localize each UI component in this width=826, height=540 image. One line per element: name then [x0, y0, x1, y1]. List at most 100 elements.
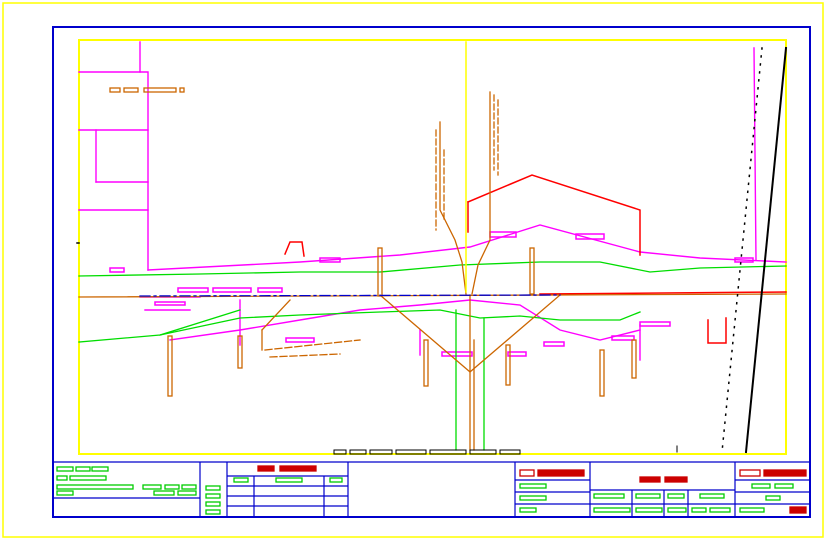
- tb-text: [205, 501, 221, 507]
- tb-text: [691, 507, 707, 513]
- annotation-box: [499, 449, 521, 455]
- tb-text: [91, 466, 109, 472]
- railroad: [76, 46, 788, 454]
- label-box: [285, 337, 315, 343]
- tb-text: [233, 477, 249, 483]
- tb-text: [739, 507, 765, 513]
- tb-text: [699, 493, 725, 499]
- tb-text: [181, 484, 197, 490]
- utility-label: [179, 87, 185, 93]
- utility-label: [123, 87, 139, 93]
- plan-viewport: [78, 39, 787, 455]
- parcel-boundary-left: [78, 41, 141, 73]
- tb-text: [164, 484, 180, 490]
- tb-red-text: [763, 469, 807, 477]
- tb-text: [205, 493, 221, 499]
- tb-text: [205, 509, 221, 515]
- railroad-track: [744, 46, 788, 454]
- tb-text: [765, 495, 781, 501]
- label-box: [734, 257, 754, 263]
- property-lines: [78, 41, 787, 361]
- tb-text: [593, 507, 631, 513]
- tb-text: [635, 493, 661, 499]
- tb-red-text: [537, 469, 585, 477]
- tb-text: [329, 477, 343, 483]
- fence-segment: [539, 291, 787, 295]
- annotation-box: [369, 449, 393, 455]
- tb-text: [519, 483, 547, 489]
- tb-text: [519, 495, 547, 501]
- label-box: [212, 287, 252, 293]
- utility-structure: [237, 335, 243, 369]
- label-box: [543, 341, 565, 347]
- utility-structure: [167, 335, 173, 397]
- tb-red-text: [664, 476, 688, 483]
- utility-curve: [439, 121, 467, 295]
- utility-label: [143, 87, 177, 93]
- utility-line: [261, 299, 291, 331]
- utility-structure: [423, 339, 429, 387]
- utility-structure: [505, 344, 511, 386]
- north-row-line: [147, 224, 787, 271]
- roadway-centerline: [139, 294, 561, 297]
- tb-red-text: [279, 465, 317, 472]
- fence-box: [284, 241, 305, 257]
- utility-main: [78, 293, 787, 298]
- label-box: [639, 321, 671, 327]
- label-box: [507, 351, 527, 357]
- fence-box-right: [707, 317, 727, 344]
- eop-line: [159, 309, 241, 336]
- tb-text: [709, 507, 731, 513]
- tb-text: [69, 475, 107, 481]
- fence-lines: [284, 174, 787, 344]
- utility-lines: [78, 87, 787, 451]
- eop-south: [78, 309, 641, 343]
- utility-structure: [631, 339, 637, 379]
- label-box: [611, 335, 635, 341]
- tb-text: [56, 466, 74, 472]
- tb-text: [75, 466, 91, 472]
- utility-diagonal-right: [469, 294, 561, 373]
- tb-text: [153, 490, 175, 496]
- tb-text: [56, 475, 68, 481]
- tb-red-text: [789, 506, 807, 514]
- label-box: [177, 287, 209, 293]
- tb-text: [56, 484, 134, 490]
- bottom-annotation: [333, 449, 521, 455]
- property-labels: [109, 231, 754, 357]
- label-box: [441, 351, 473, 357]
- plan-view: [76, 41, 788, 455]
- utility-dash: [264, 339, 361, 351]
- annotation-box: [349, 449, 367, 455]
- eop-north: [78, 261, 787, 277]
- tb-text: [751, 483, 771, 489]
- fence-north: [467, 174, 641, 256]
- label-box: [154, 301, 186, 306]
- parcel-boundary-left-lower: [139, 71, 149, 271]
- annotation-box: [395, 449, 427, 455]
- utility-diagonal-left: [379, 294, 471, 373]
- drawing-frame: [52, 26, 811, 518]
- tb-text: [635, 507, 663, 513]
- tb-text: [56, 490, 74, 496]
- annotation-box: [429, 449, 467, 455]
- tb-text: [177, 490, 197, 496]
- utility-structure: [599, 349, 605, 397]
- utility-curve: [471, 91, 491, 295]
- label-box: [109, 267, 125, 273]
- south-row-line: [169, 299, 641, 341]
- label-box: [575, 233, 605, 240]
- parcel-line: [753, 47, 757, 261]
- tb-text: [667, 493, 685, 499]
- edge-of-pavement: [78, 261, 787, 451]
- annotation-box: [333, 449, 347, 455]
- utility-structure: [529, 247, 535, 295]
- annotation-box: [469, 449, 497, 455]
- label-box: [257, 287, 283, 293]
- tb-red-text: [639, 476, 661, 483]
- label-box: [319, 257, 341, 263]
- tb-text: [519, 507, 537, 513]
- utility-label: [109, 87, 121, 93]
- tb-red-text: [519, 469, 535, 477]
